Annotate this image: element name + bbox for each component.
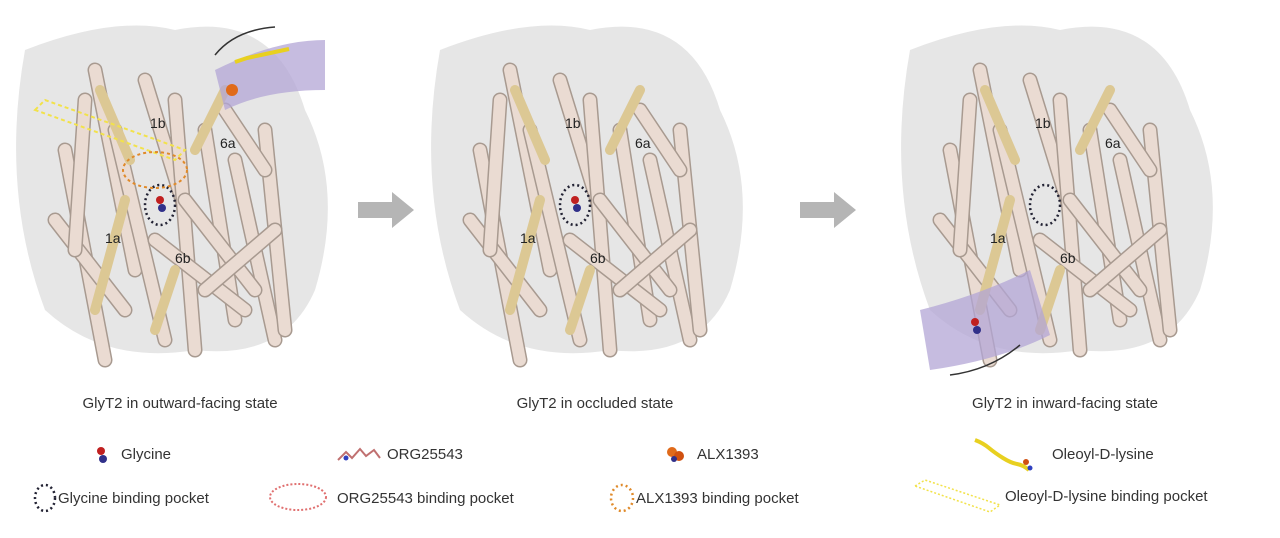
helix [199, 124, 241, 326]
oleoyl-pocket [33, 98, 187, 162]
oleoyl-d-lysine-pocket-icon [913, 479, 1002, 513]
glycine-icon [97, 447, 107, 463]
helix [179, 194, 261, 296]
legend-glycine: Glycine [121, 446, 172, 463]
glycine-binding-pocket [558, 183, 592, 227]
glycine-binding-pocket [143, 183, 177, 227]
helix-label-6b: 6b [590, 250, 606, 266]
helix-label-6b: 6b [1060, 250, 1076, 266]
helix [1034, 234, 1136, 316]
helix [1084, 224, 1166, 296]
panel-outward-facing [16, 25, 328, 368]
helix-label-1a: 1a [105, 230, 121, 246]
key-helix-1a [505, 195, 545, 315]
helix-label-1a: 1a [990, 230, 1006, 246]
helix [69, 94, 91, 256]
glycine-released [971, 318, 979, 326]
helix [149, 234, 251, 316]
key-helix-6a [190, 85, 230, 155]
org25543-pocket-icon [269, 483, 327, 511]
helix-label-6a: 6a [635, 135, 651, 151]
helix [219, 104, 271, 176]
helix-label-6a: 6a [1105, 135, 1121, 151]
helix [584, 94, 616, 356]
caption-inward: GlyT2 in inward-facing state [972, 395, 1158, 412]
legend-oleoyl-d-lysine: Oleoyl-D-lysine [1052, 446, 1154, 463]
glycine-bound [156, 196, 164, 204]
oleoyl-ligand [234, 47, 290, 64]
helix-label-1a: 1a [520, 230, 536, 246]
helix-label-1b: 1b [565, 115, 581, 131]
entry-pathway [215, 40, 325, 110]
transition-arrow-2 [800, 192, 856, 228]
helix [464, 214, 546, 316]
helix [564, 234, 666, 316]
key-helix-6b [565, 265, 595, 335]
glycine-bound [571, 196, 579, 204]
alx1393-pocket [122, 151, 188, 189]
helix [634, 104, 686, 176]
helix-label-1b: 1b [150, 115, 166, 131]
glycine-bound [158, 204, 166, 212]
oleoyl-d-lysine-icon [974, 438, 1033, 472]
helix [614, 224, 696, 296]
key-helix-1b [95, 85, 135, 165]
org25543-icon [337, 447, 381, 461]
legend-org25543-pocket: ORG25543 binding pocket [337, 490, 514, 507]
helix [954, 94, 976, 256]
helix [49, 214, 131, 316]
helix [199, 224, 281, 296]
legend-glycine-pocket: Glycine binding pocket [58, 490, 209, 507]
helix [1064, 194, 1146, 296]
entry-arrow [214, 26, 276, 56]
helix [594, 194, 676, 296]
caption-outward: GlyT2 in outward-facing state [82, 395, 278, 412]
key-helix-1a [90, 195, 130, 315]
alx1393-icon [667, 447, 684, 462]
key-helix-1b [510, 85, 550, 165]
alx1393-pocket-icon [609, 483, 635, 513]
legend-alx1393-pocket: ALX1393 binding pocket [636, 490, 799, 507]
helix [1054, 94, 1086, 356]
helix [614, 124, 656, 326]
caption-occluded: GlyT2 in occluded state [516, 395, 674, 412]
key-helix-6b [150, 265, 180, 335]
helix [994, 124, 1056, 346]
legend-org25543: ORG25543 [387, 446, 463, 463]
helix [484, 94, 506, 256]
glycine-binding-pocket [1028, 183, 1062, 227]
panel-inward-facing [901, 25, 1213, 376]
glycine-released [973, 326, 981, 334]
helix-label-1b: 1b [1035, 115, 1051, 131]
helix-label-6a: 6a [220, 135, 236, 151]
key-helix-6a [1075, 85, 1115, 155]
key-helix-6a [605, 85, 645, 155]
glycine-bound [573, 204, 581, 212]
legend-alx1393: ALX1393 [697, 446, 759, 463]
transition-arrow-1 [358, 192, 414, 228]
legend-oleoyl-d-lysine-pocket: Oleoyl-D-lysine binding pocket [1005, 488, 1208, 505]
key-helix-1b [980, 85, 1020, 165]
helix [524, 124, 586, 346]
exit-pathway [920, 270, 1050, 370]
helix [1084, 124, 1126, 326]
helix [1104, 104, 1156, 176]
glycine-pocket-icon [33, 483, 57, 513]
helix-label-6b: 6b [175, 250, 191, 266]
alx1393-ligand [226, 84, 238, 96]
helix [169, 94, 201, 356]
exit-arrow [949, 344, 1021, 376]
panel-occluded [431, 25, 743, 368]
